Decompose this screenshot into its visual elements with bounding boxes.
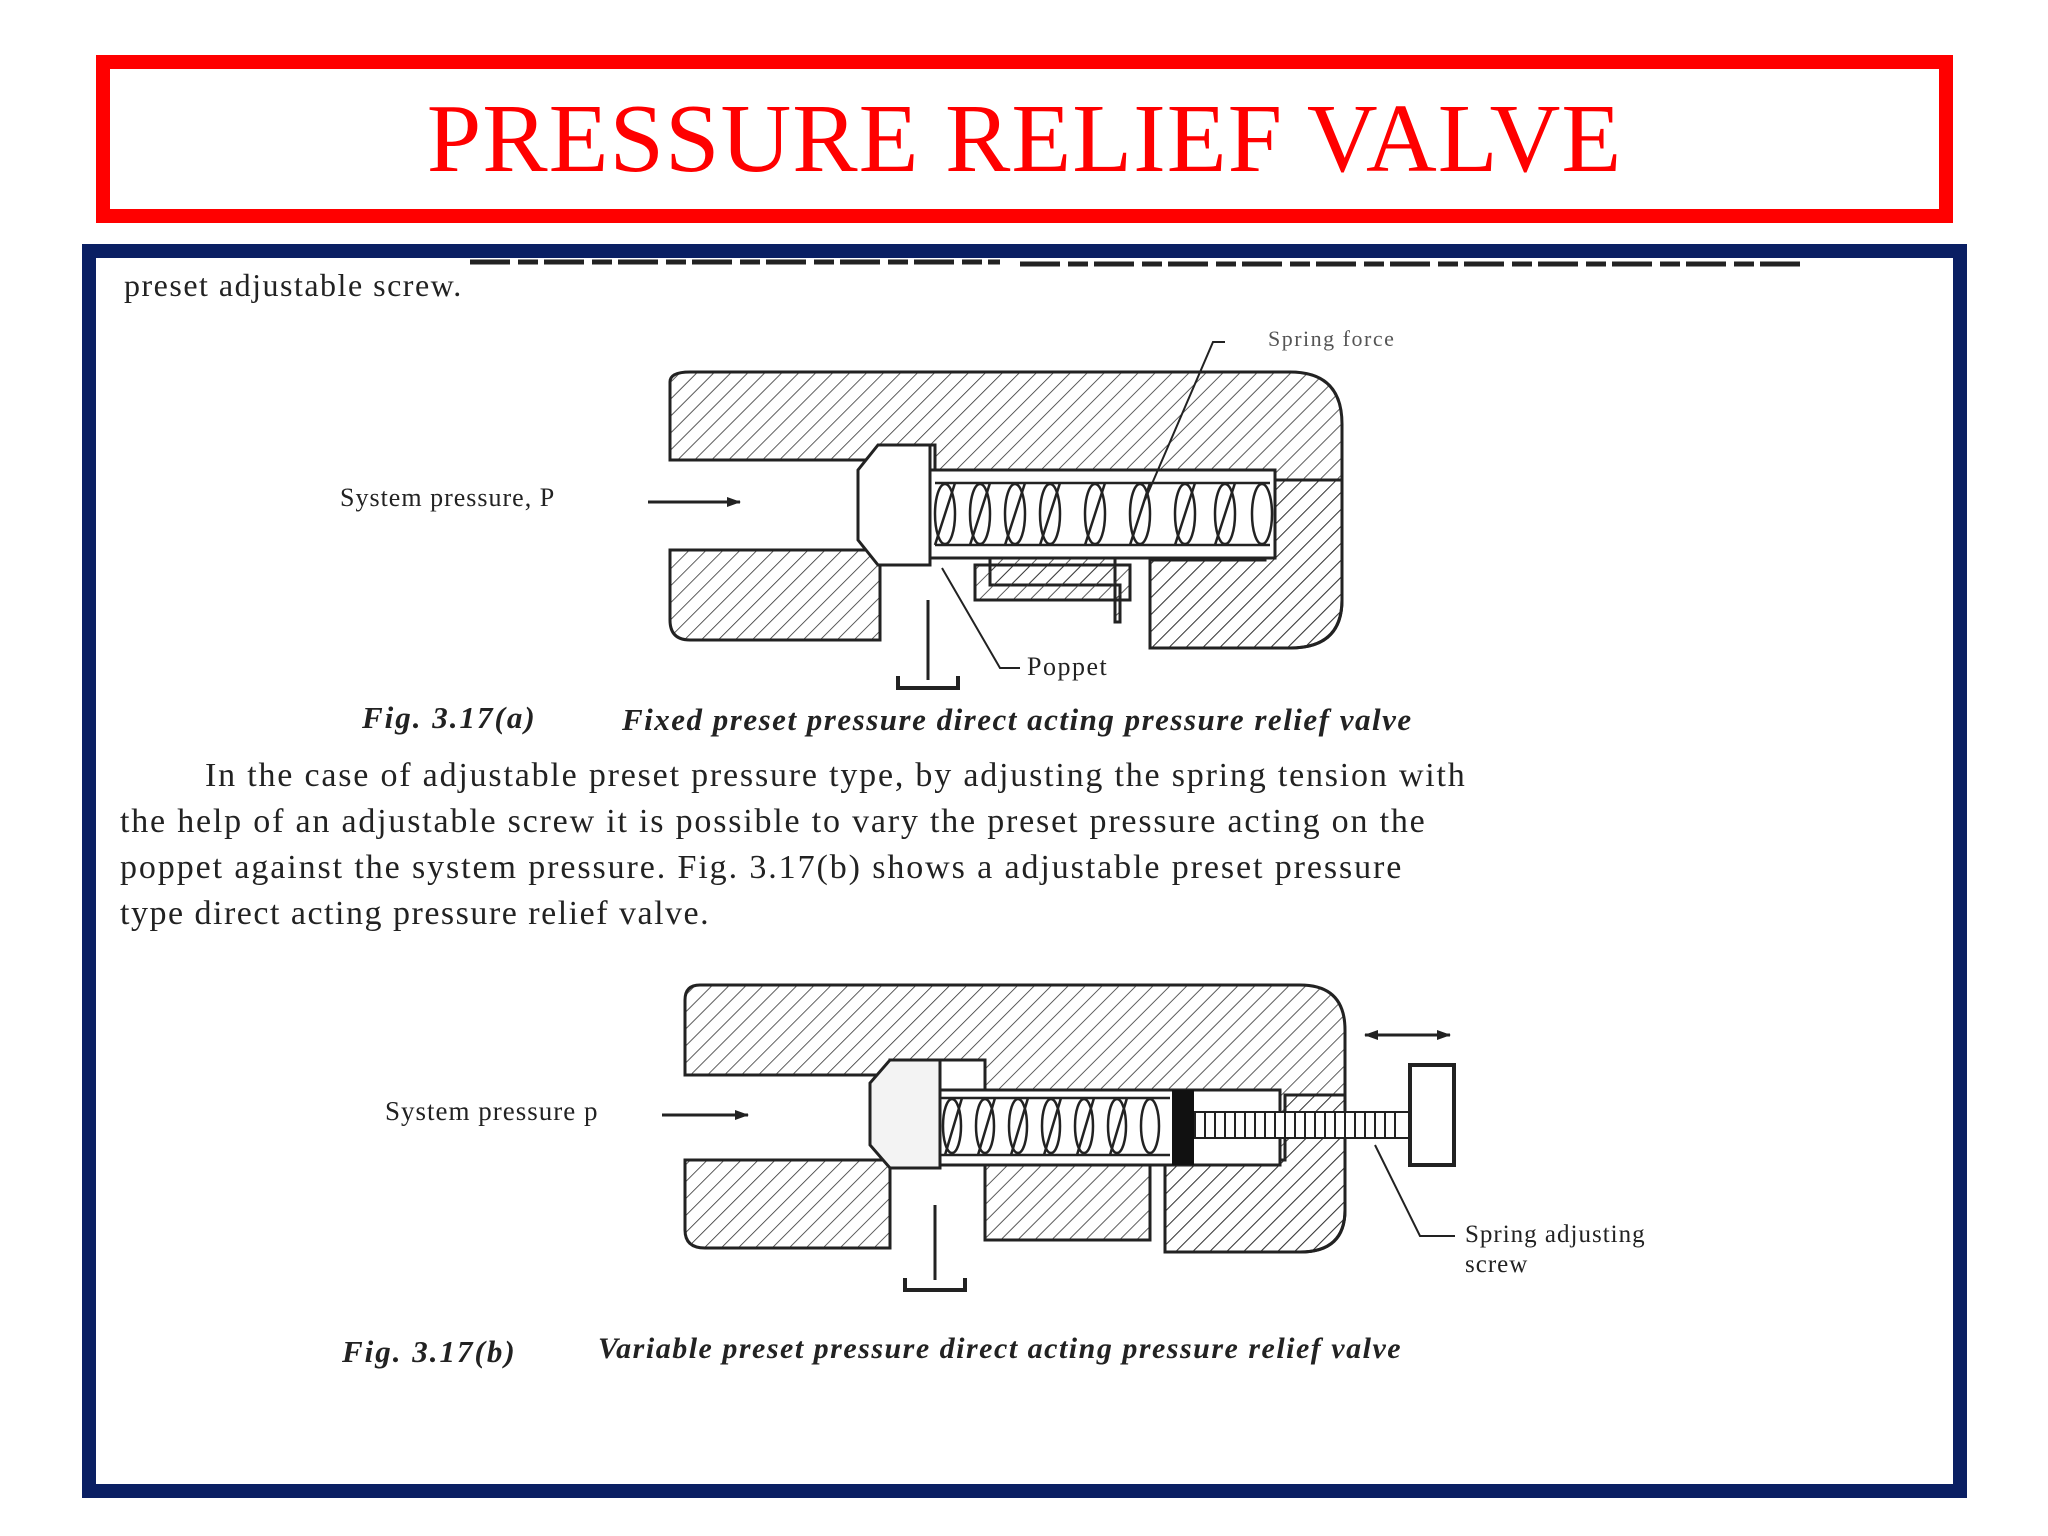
- label-spring-force: Spring force: [1268, 326, 1395, 351]
- body-paragraph: In the case of adjustable preset pressur…: [120, 757, 1467, 932]
- label-spring-adjusting: Spring adjusting: [1465, 1221, 1646, 1248]
- caption-b-text: Variable preset pressure direct acting p…: [598, 1332, 1402, 1365]
- adjusting-screw-thread: [1194, 1111, 1411, 1139]
- label-poppet: Poppet: [1027, 652, 1108, 681]
- poppet-b: [868, 1058, 942, 1170]
- paragraph-line-4: type direct acting pressure relief valve…: [120, 895, 710, 932]
- figure-a-diagram: [648, 341, 1344, 690]
- figure-b-diagram: [662, 983, 1456, 1292]
- caption-b-number: Fig. 3.17(b): [341, 1334, 517, 1369]
- valve-body-lower-left-a: [668, 548, 882, 642]
- screw-head: [1408, 1063, 1456, 1167]
- title-frame: PRESSURE RELIEF VALVE: [96, 55, 1953, 223]
- spring-b: [940, 1096, 1170, 1157]
- label-system-pressure-b: System pressure p: [385, 1096, 598, 1126]
- spring-a: [933, 481, 1274, 547]
- slide-title: PRESSURE RELIEF VALVE: [426, 85, 1623, 193]
- paragraph-line-2: the help of an adjustable screw it is po…: [120, 803, 1427, 840]
- paragraph-line-1: In the case of adjustable preset pressur…: [205, 757, 1467, 794]
- spring-seat: [1172, 1090, 1194, 1165]
- caption-a-text: Fixed preset pressure direct acting pres…: [621, 702, 1413, 737]
- cropped-text-line: [470, 259, 1800, 267]
- poppet-a: [856, 443, 932, 567]
- caption-a-number: Fig. 3.17(a): [361, 700, 537, 735]
- label-system-pressure-a: System pressure, P: [340, 483, 555, 512]
- label-screw: screw: [1465, 1251, 1528, 1278]
- paragraph-line-3: poppet against the system pressure. Fig.…: [120, 849, 1403, 886]
- valve-body-lower-left-b: [683, 1158, 892, 1250]
- top-text: preset adjustable screw.: [124, 267, 463, 303]
